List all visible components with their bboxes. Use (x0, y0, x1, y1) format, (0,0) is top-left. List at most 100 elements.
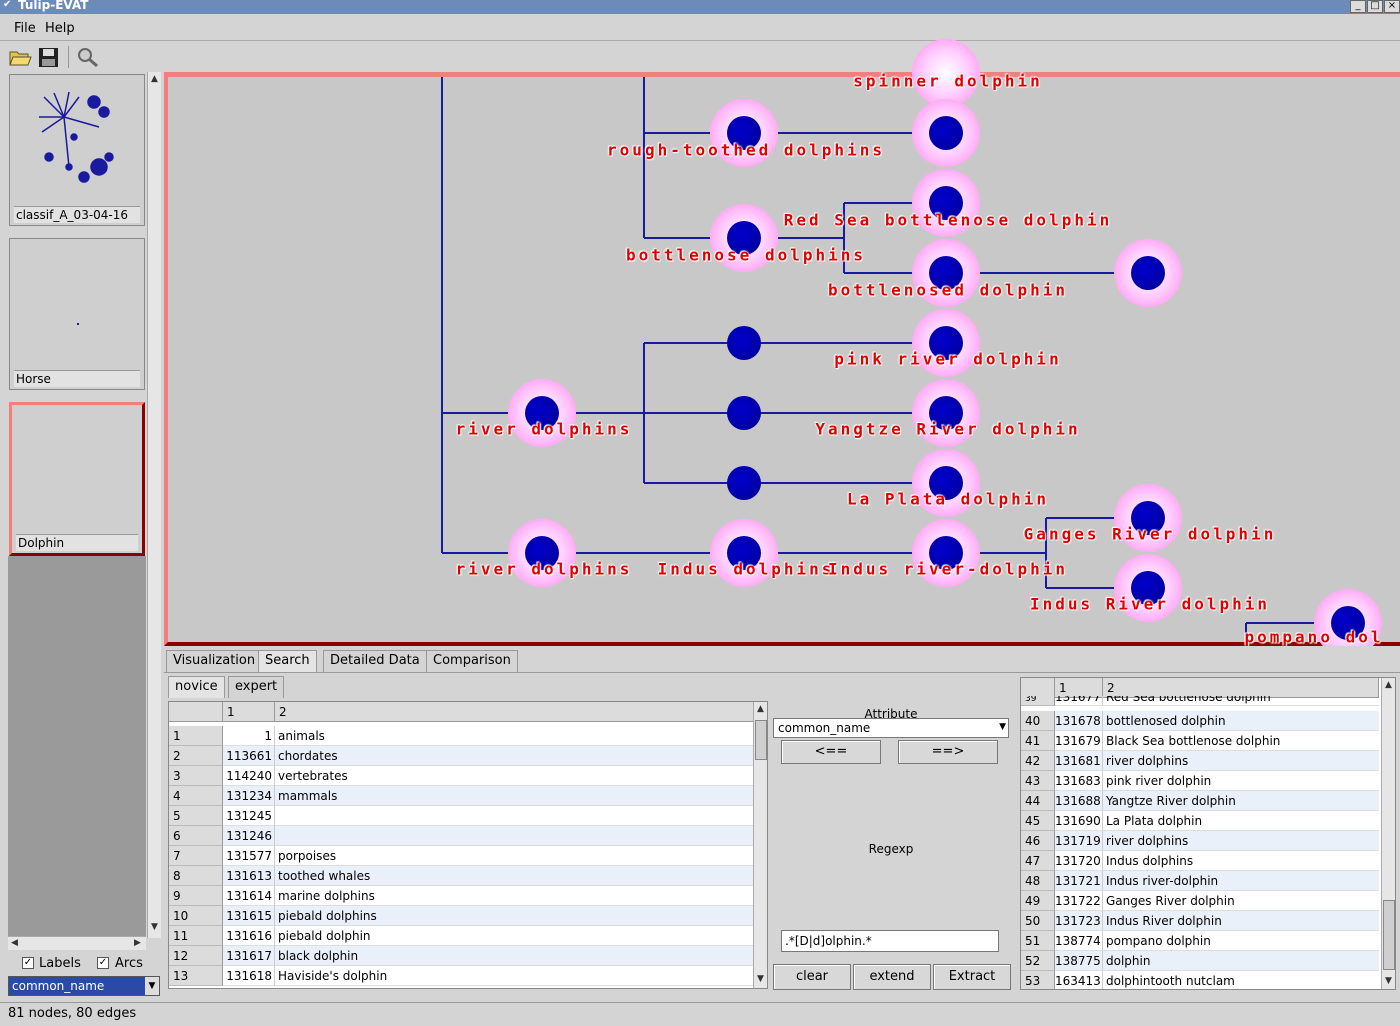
column-header-1[interactable]: 1 (1055, 678, 1103, 698)
thumbnail-hscrollbar[interactable]: ◀ ▶ (8, 936, 146, 950)
table-row-partial[interactable]: 39 131677 Red Sea bottlenose dolphin (1021, 696, 1379, 706)
extend-button[interactable]: extend (853, 964, 931, 990)
graph-thumbnail-dot (77, 323, 79, 325)
row-number: 49 (1021, 891, 1055, 911)
cell-id: 138775 (1055, 951, 1103, 971)
graph-node-core (1331, 606, 1365, 640)
cell-id: 131246 (223, 826, 275, 846)
scroll-up-icon[interactable]: ▲ (1385, 680, 1392, 690)
scroll-thumb[interactable] (1383, 900, 1395, 970)
scroll-down-icon[interactable]: ▼ (757, 974, 764, 984)
clear-button[interactable]: clear (773, 964, 851, 990)
scroll-left-icon[interactable]: ◀ (11, 938, 18, 948)
tab-expert[interactable]: expert (228, 676, 285, 698)
node-label: Indus dolphins (657, 559, 835, 579)
magnifier-icon[interactable] (76, 46, 100, 68)
folder-open-icon[interactable] (8, 46, 32, 68)
thumbnail-classif[interactable]: classif_A_03-04-16 (9, 74, 145, 226)
column-header-1[interactable]: 1 (223, 702, 275, 722)
column-header-2[interactable]: 2 (275, 702, 755, 722)
close-button[interactable]: × (1384, 0, 1400, 13)
menu-help[interactable]: Help (45, 21, 75, 36)
chevron-down-icon[interactable]: ▼ (999, 722, 1006, 732)
labels-checkbox[interactable]: ✓ (22, 957, 34, 969)
regexp-input[interactable] (781, 930, 999, 952)
table-scrollbar[interactable]: ▲ ▼ (753, 702, 767, 988)
tab-search[interactable]: Search (258, 650, 317, 672)
cell-name: river dolphins (1103, 831, 1379, 851)
attribute-select[interactable]: common_name ▼ (773, 718, 1009, 738)
thumbnail-scrollbar[interactable]: ▲ ▼ (147, 72, 161, 938)
cell-id: 113661 (223, 746, 275, 766)
search-result-table[interactable]: 1 2 39 131677 Red Sea bottlenose dolphin… (1020, 677, 1396, 990)
scroll-thumb[interactable] (755, 720, 767, 760)
search-controls: Attribute common_name ▼ <== ==> Regexp c… (771, 698, 1013, 990)
graph-node-core[interactable] (727, 396, 761, 430)
tab-novice[interactable]: novice (168, 676, 225, 698)
graph-node[interactable] (912, 39, 980, 107)
tab-detailed-data[interactable]: Detailed Data (323, 650, 427, 672)
arcs-checkbox[interactable]: ✓ (97, 957, 109, 969)
move-left-button[interactable]: <== (781, 740, 881, 764)
node-label: Indus river-dolphin (827, 559, 1069, 579)
graph-canvas[interactable]: spinner dolphin rough-toothed dolphins R… (164, 39, 1400, 657)
menubar: File Help (0, 16, 1400, 41)
move-right-button[interactable]: ==> (898, 740, 998, 764)
thumbnail-horse[interactable]: Horse (9, 238, 145, 390)
maximize-button[interactable]: □ (1367, 0, 1383, 13)
minimize-button[interactable]: _ (1350, 0, 1366, 13)
menu-file[interactable]: File (14, 21, 36, 36)
extract-button[interactable]: Extract (933, 964, 1011, 990)
tab-visualization[interactable]: Visualization (166, 650, 263, 672)
scroll-up-icon[interactable]: ▲ (151, 74, 158, 84)
label-attribute-select[interactable]: common_name ▼ (8, 976, 160, 996)
cell-name: dolphintooth nutclam (1103, 971, 1379, 989)
graph-node-core[interactable] (727, 466, 761, 500)
scroll-down-icon[interactable]: ▼ (151, 922, 158, 932)
column-header-2[interactable]: 2 (1103, 678, 1379, 698)
tab-comparison[interactable]: Comparison (426, 650, 518, 672)
scroll-down-icon[interactable]: ▼ (1385, 976, 1392, 986)
chevron-down-icon[interactable]: ▼ (145, 977, 159, 995)
cell-id: 131683 (1055, 771, 1103, 791)
floppy-save-icon[interactable] (37, 46, 61, 68)
row-number: 44 (1021, 791, 1055, 811)
results-scrollbar[interactable]: ▲ ▼ (1381, 678, 1395, 989)
node-label: bottlenose dolphins (625, 245, 867, 265)
cell-name: Black Sea bottlenose dolphin (1103, 731, 1379, 751)
thumbnail-dolphin[interactable]: Dolphin (9, 402, 145, 556)
row-number: 2 (169, 746, 223, 766)
scroll-up-icon[interactable]: ▲ (757, 704, 764, 714)
scroll-right-icon[interactable]: ▶ (134, 938, 141, 948)
graph-node-core[interactable] (727, 326, 761, 360)
window-menu-icon[interactable]: ✔ (3, 0, 12, 10)
